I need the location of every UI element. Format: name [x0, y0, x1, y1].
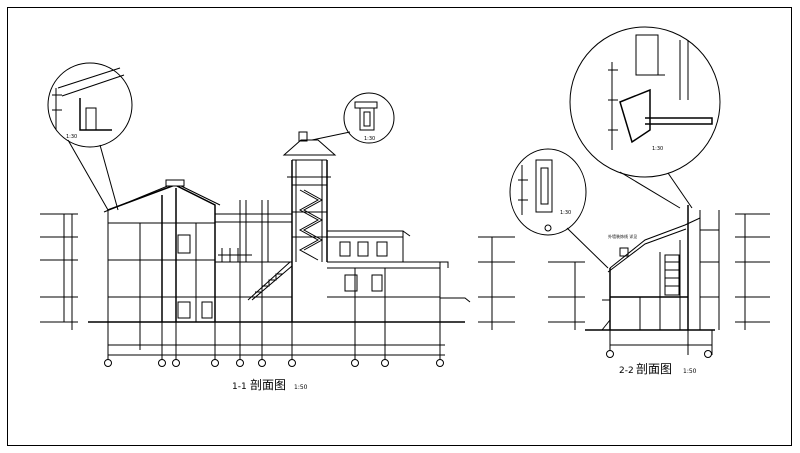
parapet-detail-scale: 1:30: [652, 146, 663, 152]
cornice-detail-callout: [509, 148, 609, 269]
parapet-detail-callout: [569, 26, 721, 209]
section-2-2-scale: 1:50: [683, 368, 697, 375]
section-2-2-axis-bubbles: [606, 350, 712, 358]
eave-detail-scale: 1:30: [66, 134, 77, 140]
section-1-1-title: 剖面图: [250, 378, 286, 392]
tower-cap-detail-scale: 1:30: [364, 136, 375, 142]
section-1-1-number: 1-1: [232, 382, 247, 392]
cornice-detail-scale: 1:30: [560, 210, 571, 216]
section-2-2-drawing: [548, 205, 770, 355]
section-2-2-number: 2-2: [619, 366, 634, 376]
section-1-1-drawing: [40, 131, 515, 360]
tower-cap-detail-callout: [311, 92, 395, 144]
sheet-border: [7, 7, 792, 446]
section-2-2-title: 剖面图: [636, 362, 672, 376]
section-1-1-scale: 1:50: [294, 384, 308, 391]
eave-detail-callout: [47, 62, 133, 211]
section-1-1-axis-bubbles: [104, 359, 444, 367]
section-2-2-note: 外墙装饰线 详见: [608, 233, 637, 239]
